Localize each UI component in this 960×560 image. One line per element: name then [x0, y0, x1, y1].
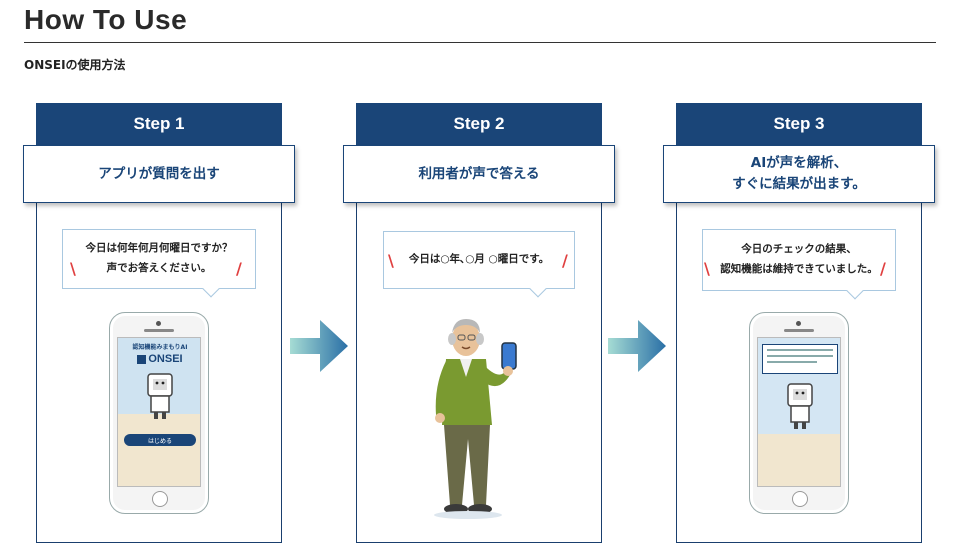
step-header: Step 1	[36, 103, 282, 145]
title-divider	[24, 42, 936, 43]
emphasis-slash-right: /	[880, 259, 886, 278]
start-button[interactable]: はじめる	[124, 434, 196, 446]
right-arrow-icon	[608, 320, 666, 372]
app-screen: 認知機能みまもりAI ONSEI はじめる	[117, 337, 201, 487]
speech-bubble: 今日は何年何月何曜日ですか？ 声でお答えください。	[62, 229, 256, 298]
emphasis-slash-right: /	[236, 259, 242, 278]
result-message-box	[762, 344, 838, 374]
speaker-mascot-icon	[787, 383, 813, 429]
step-header: Step 3	[676, 103, 922, 145]
speech-bubble: 今日のチェックの結果、 認知機能は維持できていました。	[702, 229, 896, 300]
app-screen	[757, 337, 841, 487]
step-header: Step 2	[356, 103, 602, 145]
speech-bubble: 今日は○年､○月 ○曜日です。	[383, 231, 575, 298]
home-button	[152, 491, 168, 507]
page-title: How To Use	[24, 4, 188, 35]
emphasis-slash-right: /	[562, 251, 568, 270]
step-card-1: Step 1 アプリが質問を出す 今日は何年何月何曜日ですか？ 声でお答えくださ…	[23, 103, 295, 543]
step-caption: アプリが質問を出す	[23, 145, 295, 203]
step-card-3: Step 3 AIが声を解析、 すぐに結果が出ます。 今日のチェックの結果、 認…	[663, 103, 935, 543]
smartphone-icon: 認知機能みまもりAI ONSEI はじめる	[109, 312, 209, 514]
step-caption: 利用者が声で答える	[343, 145, 615, 203]
page-subtitle: ONSEIの使用方法	[24, 58, 126, 72]
app-logo: ONSEI	[122, 352, 198, 366]
emphasis-slash-left: \	[704, 259, 710, 278]
elderly-man-illustration	[434, 319, 517, 519]
speech-bubble-text: 今日のチェックの結果、 認知機能は維持できていました。	[720, 243, 878, 275]
step-caption: AIが声を解析、 すぐに結果が出ます。	[663, 145, 935, 203]
emphasis-slash-left: \	[70, 259, 76, 278]
app-tagline: 認知機能みまもりAI	[132, 344, 188, 351]
speaker-mascot-icon	[147, 373, 173, 419]
right-arrow-icon	[290, 320, 348, 372]
home-button	[792, 491, 808, 507]
speech-bubble-text: 今日は○年､○月 ○曜日です。	[408, 253, 550, 266]
emphasis-slash-left: \	[388, 251, 394, 270]
step-card-2: Step 2 利用者が声で答える 今日は○年､○月 ○曜日です。 \ /	[343, 103, 615, 543]
smartphone-icon	[749, 312, 849, 514]
speech-bubble-text: 今日は何年何月何曜日ですか？ 声でお答えください。	[85, 242, 233, 274]
